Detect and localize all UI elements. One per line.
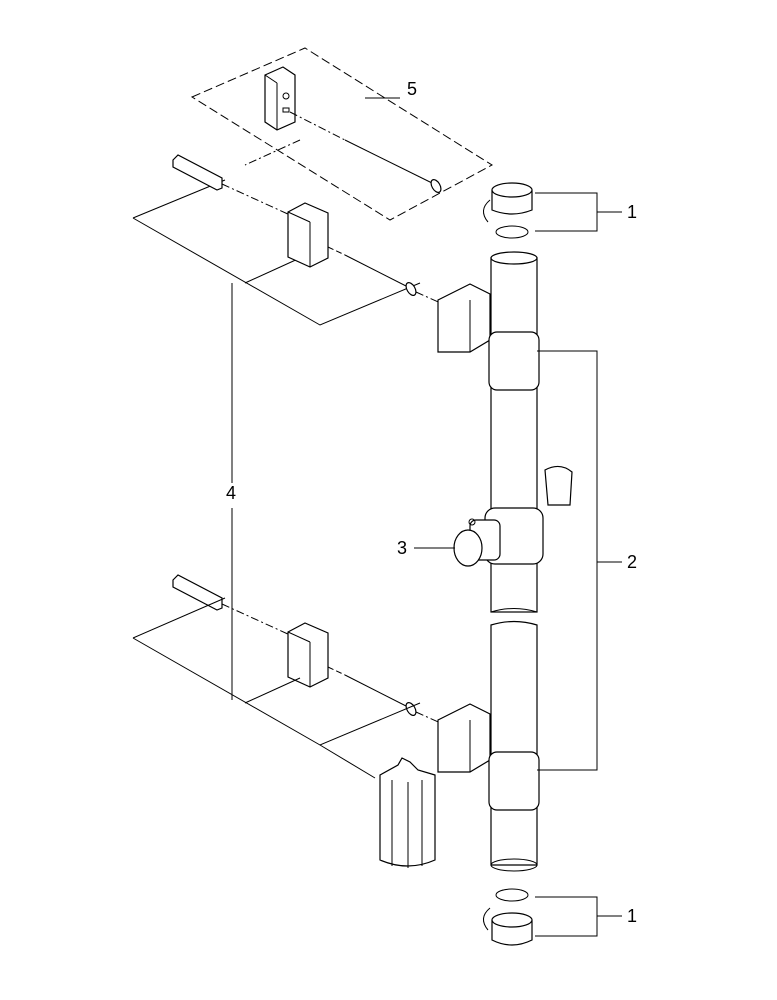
callout-2: 2	[627, 552, 638, 572]
callout-1-top: 1	[627, 202, 638, 222]
callout-leaders	[365, 97, 622, 937]
rail-holder-upper	[437, 283, 540, 391]
wall-clip-lower	[287, 622, 329, 688]
wall-anchor-lower	[172, 574, 291, 636]
cover-plate	[264, 66, 296, 131]
screw-upper	[327, 246, 446, 306]
callout-5: 5	[407, 79, 418, 99]
long-screw	[289, 111, 442, 193]
cover-kit-boundary	[190, 47, 493, 221]
wall-clip-upper	[287, 202, 329, 268]
wall-anchor-upper	[172, 154, 291, 216]
callout-3: 3	[397, 538, 408, 558]
slider-assembly	[453, 465, 573, 567]
end-cap-top	[483, 182, 533, 239]
rail-holder-lower	[437, 703, 540, 811]
screw-lower	[327, 666, 446, 726]
end-cap-bottom	[483, 888, 533, 946]
callout-1-bottom: 1	[627, 906, 638, 926]
callout-4: 4	[226, 483, 237, 503]
cover-sleeve	[379, 757, 436, 868]
